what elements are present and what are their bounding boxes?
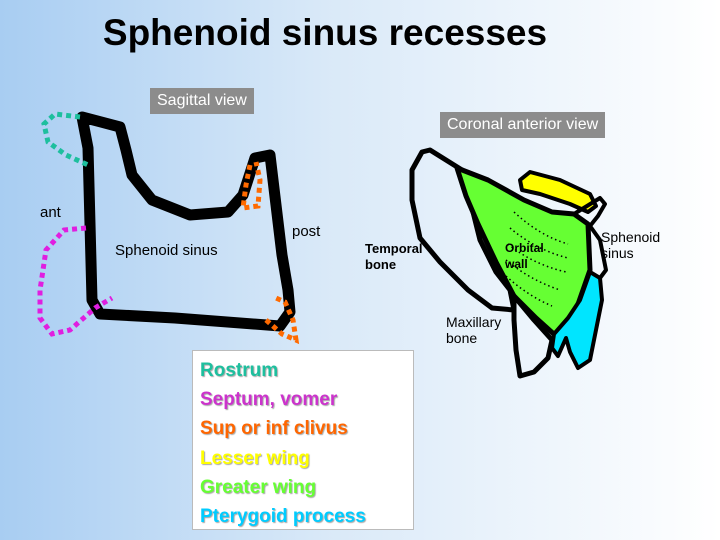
legend-item-clivus: Sup or inf clivus (200, 418, 348, 440)
rostrum-recess (41, 111, 90, 168)
legend-item-pterygoid: Pterygoid process (200, 506, 366, 528)
orbital-wall-lines (505, 211, 569, 307)
sphenoid-sinus-label: Sphenoid sinus (115, 242, 218, 259)
clivus-recess-inferior (264, 295, 300, 345)
legend-item-lesser-wing: Lesser wing (200, 447, 310, 469)
legend-item-rostrum: Rostrum (200, 360, 279, 381)
legend-item-septum: Septum, vomer (200, 389, 338, 411)
pterygoid-process-region (550, 270, 604, 370)
page-title: Sphenoid sinus recesses (102, 12, 548, 53)
lateral-wall-outline (572, 196, 608, 280)
sagittal-view-label: Sagittal view (150, 88, 254, 114)
sagittal-sinus-outline (76, 111, 296, 332)
legend-item-greater-wing: Greater wing (200, 476, 317, 498)
post-label: post (292, 223, 321, 240)
maxillary-bone-outline (511, 293, 555, 379)
lesser-wing-region (518, 170, 598, 214)
coronal-view-label: Coronal anterior view (440, 112, 606, 138)
legend-box: Rostrum Septum, vomer Sup or inf clivus … (192, 350, 414, 530)
septum-recess (37, 225, 114, 337)
ant-label: ant (40, 204, 61, 221)
